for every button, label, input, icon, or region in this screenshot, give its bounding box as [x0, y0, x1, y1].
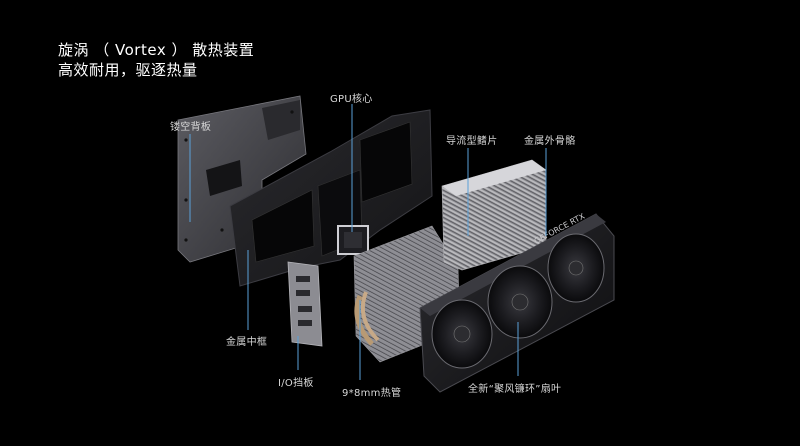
callout-fins: 导流型鳍片 [446, 136, 498, 147]
headline-title: 旋涡 （ Vortex ） 散热装置 [58, 41, 255, 59]
callout-lines [189, 104, 547, 380]
fan-left [431, 299, 493, 369]
callout-fans: 全新“聚风镰环”扇叶 [468, 384, 562, 395]
fan-right [547, 233, 605, 303]
gpu-core-chip [337, 225, 369, 255]
callout-gpu-core: GPU核心 [330, 94, 373, 105]
headline-subtitle: 高效耐用，驱逐热量 [58, 61, 198, 79]
callout-heatpipes: 9*8mm热管 [342, 388, 402, 399]
callout-exoskeleton: 金属外骨骼 [524, 136, 576, 147]
callout-middle-frame: 金属中框 [226, 337, 268, 348]
callout-backplate: 镂空背板 [170, 122, 212, 133]
fan-center [487, 265, 553, 339]
headline: 旋涡 （ Vortex ） 散热装置 高效耐用，驱逐热量 [58, 40, 254, 80]
io-bracket-part [287, 261, 323, 347]
callout-io-bracket: I/O挡板 [278, 378, 314, 389]
middle-frame-part [229, 109, 433, 287]
